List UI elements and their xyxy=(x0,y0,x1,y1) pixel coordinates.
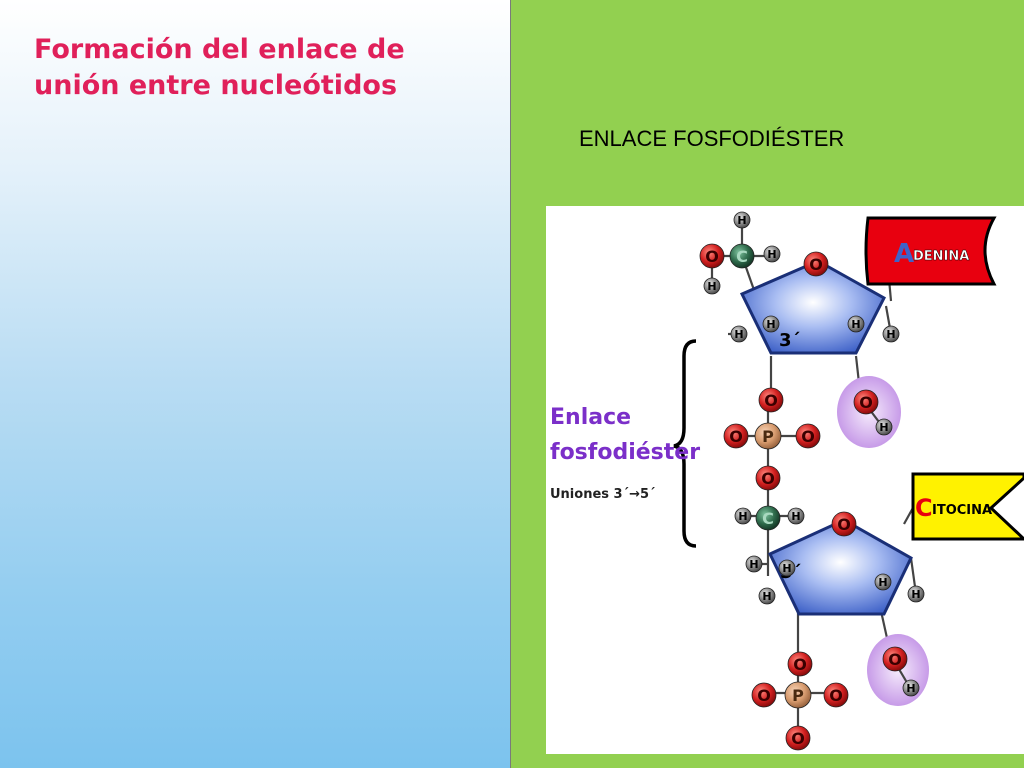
oxygen-atom-label: O xyxy=(801,427,815,446)
oxygen-atom xyxy=(803,251,829,277)
oxygen-atom xyxy=(699,243,725,269)
oxygen-atom-label: O xyxy=(829,686,843,705)
oxygen-atom-label: O xyxy=(757,686,771,705)
hydrogen-atom-label: H xyxy=(762,590,771,603)
hydrogen-atom-label: H xyxy=(879,421,888,434)
hydrogen-atom-label: H xyxy=(851,318,860,331)
bond-sublabel: Uniones 3´→5´ xyxy=(550,487,656,502)
oxygen-atom-label: O xyxy=(859,393,873,412)
hydrogen-atom xyxy=(758,587,776,605)
carbon-atom xyxy=(729,243,755,269)
carbon-atom xyxy=(755,505,781,531)
cytosine-label: ITOCINA xyxy=(932,503,992,518)
phosphorus-atom xyxy=(754,422,782,450)
carbon-3-label: 3´ xyxy=(779,330,801,351)
bond-bracket xyxy=(673,339,697,548)
oxygen-atom xyxy=(787,651,813,677)
oxygen-atom xyxy=(751,682,777,708)
hydrogen-atom-label: H xyxy=(749,558,758,571)
cytosine-flag xyxy=(911,472,1024,541)
oxygen-atom-label: O xyxy=(888,650,902,669)
hydrogen-atom xyxy=(874,573,892,591)
hydrogen-atom-label: H xyxy=(911,588,920,601)
hydrogen-atom xyxy=(787,507,805,525)
oxygen-atom-label: O xyxy=(793,655,807,674)
hydrogen-atom xyxy=(734,507,752,525)
hydrogen-atom xyxy=(882,325,900,343)
carbon-atom-label: C xyxy=(736,247,748,266)
oxygen-atom-label: O xyxy=(761,469,775,488)
phosphorus-atom xyxy=(784,681,812,709)
hydrogen-atom xyxy=(847,315,865,333)
molecule-diagram-svg: A DENINA C ITOCINA 3´ 5´ Enlace fosfodié… xyxy=(550,211,1024,751)
hydrogen-atom-label: H xyxy=(707,280,716,293)
oxygen-atom-label: O xyxy=(837,515,851,534)
title-panel: Formación del enlace de unión entre nucl… xyxy=(0,0,511,768)
oxygen-atom xyxy=(758,387,784,413)
bond-label-line-2: fosfodiéster xyxy=(550,440,700,465)
hydrogen-atom-label: H xyxy=(737,214,746,227)
hydrogen-atom xyxy=(763,245,781,263)
slide-title: Formación del enlace de unión entre nucl… xyxy=(34,32,494,104)
hydrogen-atom-label: H xyxy=(738,510,747,523)
oxygen-atom xyxy=(831,511,857,537)
sugar-ring-top xyxy=(739,259,886,355)
hydrogen-atom-label: H xyxy=(767,248,776,261)
hydrogen-atom-label: H xyxy=(886,328,895,341)
oxygen-atom xyxy=(882,646,908,672)
hydrogen-atom xyxy=(875,418,893,436)
adenine-initial: A xyxy=(894,239,914,269)
oxygen-atom xyxy=(723,423,749,449)
hydrogen-atom xyxy=(745,555,763,573)
hydrogen-atom xyxy=(907,585,925,603)
hydrogen-atom-label: H xyxy=(878,576,887,589)
oxygen-atom-label: O xyxy=(729,427,743,446)
hydrogen-atom xyxy=(703,277,721,295)
oxygen-atom-label: O xyxy=(705,247,719,266)
hydrogen-atom xyxy=(778,559,796,577)
hydrogen-atom-label: H xyxy=(782,562,791,575)
hydrogen-atom xyxy=(730,325,748,343)
oxygen-atom xyxy=(853,389,879,415)
hydrogen-atom-label: H xyxy=(734,328,743,341)
carbon-atom-label: C xyxy=(762,509,774,528)
oxygen-atom-label: O xyxy=(809,255,823,274)
adenine-label: DENINA xyxy=(913,249,969,264)
phosphodiester-bond-figure: A DENINA C ITOCINA 3´ 5´ Enlace fosfodié… xyxy=(546,206,1024,754)
bond-caption: ENLACE FOSFODIÉSTER xyxy=(579,126,845,151)
slide-title-line-1: Formación del enlace de xyxy=(34,34,405,65)
hydrogen-atom-label: H xyxy=(766,318,775,331)
sugar-ring-bottom xyxy=(767,518,913,616)
hydrogen-atom-label: H xyxy=(906,682,915,695)
slide-title-line-2: unión entre nucleótidos xyxy=(34,70,398,101)
cytosine-initial: C xyxy=(915,494,933,522)
oxygen-atom xyxy=(795,423,821,449)
phosphorus-atom-label: P xyxy=(792,686,804,705)
oxygen-atom xyxy=(755,465,781,491)
oxygen-atom xyxy=(823,682,849,708)
adenine-flag xyxy=(864,216,997,286)
phosphorus-atom-label: P xyxy=(762,427,774,446)
hydrogen-atom xyxy=(902,679,920,697)
oxygen-atom xyxy=(785,725,811,751)
oxygen-atom-label: O xyxy=(764,391,778,410)
hydrogen-atom xyxy=(762,315,780,333)
oxygen-atom-label: O xyxy=(791,729,805,748)
hydrogen-atom xyxy=(733,211,751,229)
bond-label-line-1: Enlace xyxy=(550,405,631,430)
hydrogen-atom-label: H xyxy=(791,510,800,523)
